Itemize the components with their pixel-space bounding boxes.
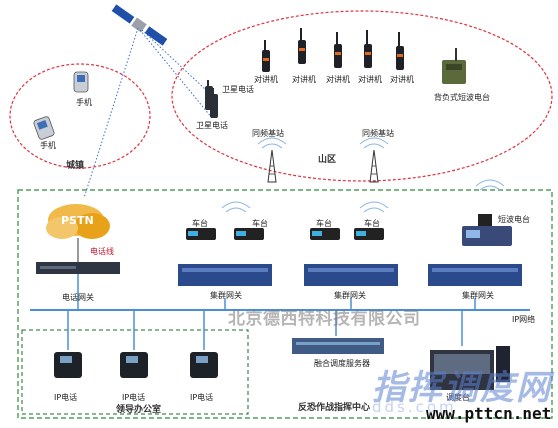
label-ip-phone-2: IP电话 [122, 393, 146, 402]
label-base-station-1: 同频基站 [252, 129, 284, 138]
car-radio-icon [310, 228, 340, 240]
backpack-radio-icon [442, 48, 466, 84]
satellite-phone-icon [210, 88, 218, 118]
label-phone-line: 电话线 [90, 247, 114, 256]
brand-url: www.pttcn.net [426, 404, 552, 423]
ip-phone-icon [54, 352, 82, 378]
label-walkie-4: 对讲机 [358, 75, 382, 84]
base-station-icon [257, 137, 287, 183]
label-cluster-gateway-2: 集群网关 [334, 291, 366, 300]
label-fusion-server: 融合调度服务器 [314, 359, 370, 368]
walkie-talkie-icon [298, 28, 306, 64]
label-cluster-gateway-3: 集群网关 [462, 291, 494, 300]
label-backpack-radio: 背负式短波电台 [434, 93, 490, 102]
company-watermark: 北京德西特科技有限公司 [228, 309, 421, 329]
label-cluster-gateway-1: 集群网关 [210, 291, 242, 300]
label-command-center: 反恐作战指挥中心 [298, 403, 371, 413]
label-voice-gateway: 电话网关 [62, 293, 94, 302]
walkie-talkie-icon [396, 32, 404, 70]
satellite-link-town [83, 27, 139, 199]
car-radio-icon [354, 228, 384, 240]
cluster-gateway-icon [304, 264, 398, 286]
label-walkie-2: 对讲机 [292, 75, 316, 84]
label-car-radio-3: 车台 [316, 219, 332, 228]
shortwave-radio-icon [462, 214, 512, 246]
mountain-ellipse [171, 10, 553, 182]
label-console: 调度台 [446, 393, 470, 402]
walkie-talkie-icon [334, 32, 342, 68]
label-mountain: 山区 [318, 155, 337, 165]
label-walkie-3: 对讲机 [326, 75, 350, 84]
car-radio-icon [186, 228, 216, 240]
label-sat-phone-2: 卫星电话 [196, 121, 228, 130]
label-ip-phone-1: IP电话 [54, 393, 78, 402]
label-car-radio-1: 车台 [192, 219, 208, 228]
dispatch-console-icon [430, 346, 510, 390]
brand-logo-en: dds.com [372, 398, 457, 416]
wireless-signal-icon [221, 201, 251, 213]
satellite-icon [111, 4, 168, 46]
label-pstn: PSTN [61, 214, 94, 227]
wireless-signal-icon [475, 179, 505, 191]
satellite-link-satphone-2 [139, 29, 213, 119]
label-ip-phone-3: IP电话 [190, 393, 214, 402]
ip-phone-icon [190, 352, 218, 378]
brand-logo-cn: 指挥调度网 [372, 368, 552, 408]
label-sat-phone-1: 卫星电话 [222, 85, 254, 94]
walkie-talkie-icon [364, 30, 372, 68]
pstn-cloud-icon [46, 204, 110, 239]
label-phone-2: 手机 [40, 141, 56, 150]
town-ellipse [9, 63, 151, 169]
base-station-icon [359, 137, 389, 183]
label-car-radio-4: 车台 [364, 219, 380, 228]
satellite-link-satphone [141, 29, 207, 91]
leader-office-box [21, 329, 249, 415]
mobile-phone-icon [33, 116, 55, 140]
wireless-signal-icon [359, 201, 389, 213]
label-leader-office: 领导办公室 [116, 405, 162, 415]
cluster-gateway-icon [428, 264, 522, 286]
car-radio-icon [234, 228, 264, 240]
walkie-talkie-icon [262, 40, 270, 72]
label-walkie-1: 对讲机 [254, 75, 278, 84]
label-ip-network: IP网络 [512, 315, 536, 324]
label-walkie-5: 对讲机 [390, 75, 414, 84]
mobile-phone-icon [73, 71, 89, 93]
label-base-station-2: 同频基站 [362, 129, 394, 138]
label-town: 城镇 [66, 161, 85, 171]
system-boundary-box [17, 189, 553, 419]
voice-gateway-icon [36, 262, 120, 274]
label-shortwave-radio: 短波电台 [498, 215, 530, 224]
fusion-server-icon [292, 338, 384, 354]
ip-phone-icon [120, 352, 148, 378]
cluster-gateway-icon [178, 264, 272, 286]
label-car-radio-2: 车台 [252, 219, 268, 228]
label-phone-1: 手机 [76, 98, 92, 107]
